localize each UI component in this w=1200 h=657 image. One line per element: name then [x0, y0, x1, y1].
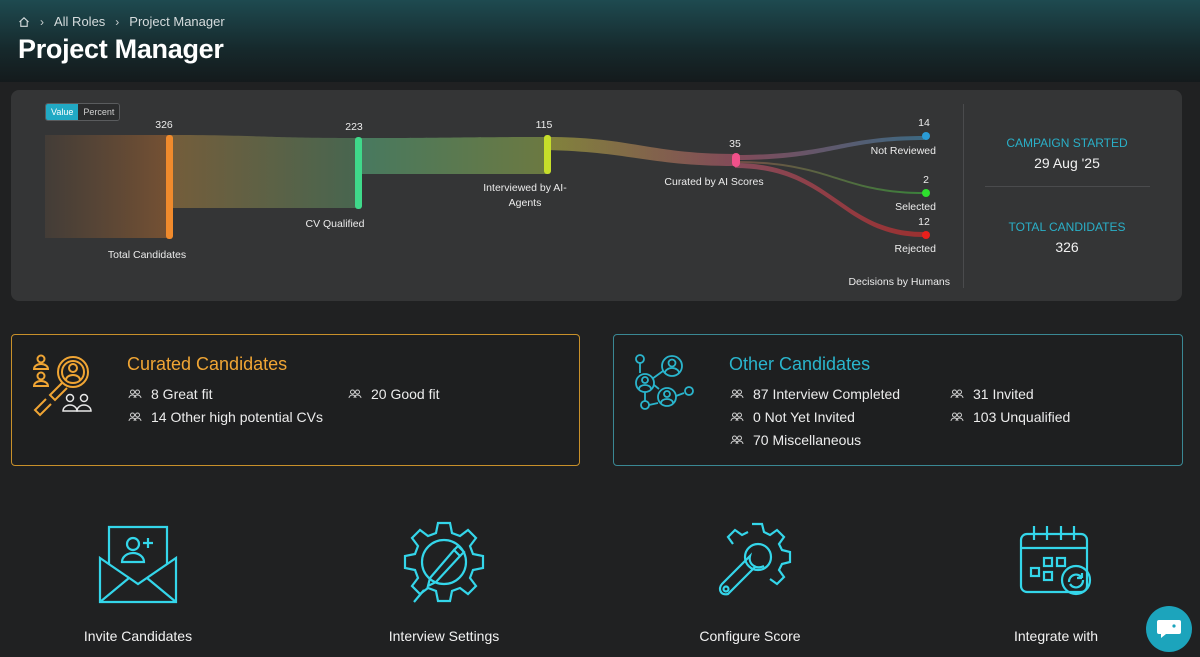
good-fit-label: 20 Good fit	[371, 386, 440, 402]
candidate-search-icon	[32, 354, 92, 417]
campaign-started-label: CAMPAIGN STARTED	[1006, 136, 1128, 150]
people-icon	[730, 435, 744, 445]
people-icon	[730, 389, 744, 399]
people-icon	[730, 412, 744, 422]
other-candidates-card[interactable]: Other Candidates 87 Interview Completed …	[613, 334, 1183, 466]
interview-settings-label: Interview Settings	[388, 628, 500, 644]
great-fit-item[interactable]: 8 Great fit	[128, 386, 212, 402]
node-interviewed[interactable]	[544, 135, 551, 174]
other-candidates-title: Other Candidates	[729, 354, 871, 374]
action-tiles: Invite Candidates Interview Settings Con…	[0, 520, 1200, 657]
breadcrumb-current-role: Project Manager	[129, 14, 225, 29]
not-yet-invited-item[interactable]: 0 Not Yet Invited	[730, 409, 855, 425]
interviewed-value: 115	[536, 119, 553, 131]
value-percent-toggle: Value Percent	[45, 103, 121, 121]
other-high-potential-label: 14 Other high potential CVs	[151, 409, 323, 425]
interviewed-label: Interviewed by AI-	[483, 182, 567, 194]
configure-score-action[interactable]: Configure Score	[650, 520, 850, 644]
panel-divider	[963, 104, 964, 288]
funnel-panel: Value Percent	[11, 90, 1182, 301]
interview-completed-label: 87 Interview Completed	[753, 386, 901, 402]
selected-label: Selected	[895, 201, 936, 213]
stats-divider	[985, 186, 1150, 187]
curated-candidates-card[interactable]: Curated Candidates 8 Great fit 20 Good f…	[11, 334, 580, 466]
people-icon	[348, 389, 362, 399]
node-rejected[interactable]	[922, 231, 930, 239]
invited-label: 31 Invited	[973, 386, 1034, 402]
chevron-right-icon: ›	[40, 14, 44, 29]
invited-item[interactable]: 31 Invited	[950, 386, 1034, 402]
decisions-by-humans-label: Decisions by Humans	[848, 276, 950, 288]
node-not-reviewed[interactable]	[922, 132, 930, 140]
flow-total-to-cv	[169, 135, 358, 208]
integrate-with-label: Integrate with	[1013, 628, 1099, 644]
interview-gear-icon	[403, 521, 485, 603]
curated-label: Curated by AI Scores	[664, 176, 763, 188]
candidate-funnel-sankey: 326 223 115 35 14 2 12 Total Candidates …	[45, 117, 950, 288]
chat-button[interactable]	[1146, 606, 1192, 652]
flow-cv-to-interview	[358, 137, 547, 174]
toggle-value[interactable]: Value	[46, 104, 79, 120]
wrench-gear-icon	[718, 522, 792, 596]
chevron-right-icon: ›	[115, 14, 120, 29]
miscellaneous-item[interactable]: 70 Miscellaneous	[730, 432, 861, 448]
invite-candidates-action[interactable]: Invite Candidates	[38, 520, 238, 644]
total-candidates-stat-value: 326	[1055, 239, 1079, 255]
rejected-value: 12	[918, 216, 930, 228]
flow-total-to-cv	[45, 135, 169, 238]
breadcrumb: › All Roles › Project Manager	[18, 14, 225, 29]
flow-interview-to-curated	[547, 137, 735, 166]
page-header: › All Roles › Project Manager Project Ma…	[0, 0, 1200, 82]
total-candidates-value: 326	[155, 119, 173, 131]
configure-score-label: Configure Score	[699, 628, 801, 644]
home-icon[interactable]	[18, 16, 30, 28]
people-icon	[128, 412, 142, 422]
great-fit-label: 8 Great fit	[151, 386, 213, 402]
campaign-started-value: 29 Aug '25	[1034, 155, 1100, 171]
other-high-potential-item[interactable]: 14 Other high potential CVs	[128, 409, 323, 425]
candidate-network-icon	[635, 354, 694, 410]
page-title: Project Manager	[18, 34, 224, 64]
node-selected[interactable]	[922, 189, 930, 197]
calendar-sync-icon	[1019, 526, 1092, 596]
curated-value: 35	[729, 138, 741, 150]
people-icon	[950, 389, 964, 399]
node-total-candidates[interactable]	[166, 135, 173, 239]
node-curated[interactable]	[732, 153, 740, 167]
interview-settings-action[interactable]: Interview Settings	[344, 520, 544, 644]
people-icon	[128, 389, 142, 399]
breadcrumb-all-roles[interactable]: All Roles	[54, 14, 106, 29]
miscellaneous-label: 70 Miscellaneous	[753, 432, 862, 448]
unqualified-label: 103 Unqualified	[973, 409, 1071, 425]
total-candidates-label: Total Candidates	[108, 249, 186, 261]
integrate-with-action[interactable]: Integrate with	[956, 520, 1156, 644]
not-yet-invited-label: 0 Not Yet Invited	[753, 409, 855, 425]
invite-envelope-icon	[98, 525, 178, 604]
flow-curated-to-not-reviewed	[735, 136, 924, 160]
cv-qualified-label: CV Qualified	[306, 218, 365, 230]
people-icon	[950, 412, 964, 422]
selected-value: 2	[923, 174, 929, 186]
flow-curated-to-rejected	[735, 163, 924, 237]
invite-candidates-label: Invite Candidates	[83, 628, 193, 644]
interview-completed-item[interactable]: 87 Interview Completed	[730, 386, 900, 402]
toggle-percent[interactable]: Percent	[78, 104, 120, 120]
node-cv-qualified[interactable]	[355, 137, 362, 209]
good-fit-item[interactable]: 20 Good fit	[348, 386, 440, 402]
cv-qualified-value: 223	[345, 121, 363, 133]
unqualified-item[interactable]: 103 Unqualified	[950, 409, 1070, 425]
rejected-label: Rejected	[895, 243, 937, 255]
curated-candidates-title: Curated Candidates	[127, 354, 288, 374]
total-candidates-stat-label: TOTAL CANDIDATES	[1008, 220, 1126, 234]
chat-bubble-icon	[1157, 620, 1181, 638]
not-reviewed-label: Not Reviewed	[871, 145, 937, 157]
interviewed-label-line2: Agents	[509, 197, 542, 209]
not-reviewed-value: 14	[918, 117, 930, 129]
